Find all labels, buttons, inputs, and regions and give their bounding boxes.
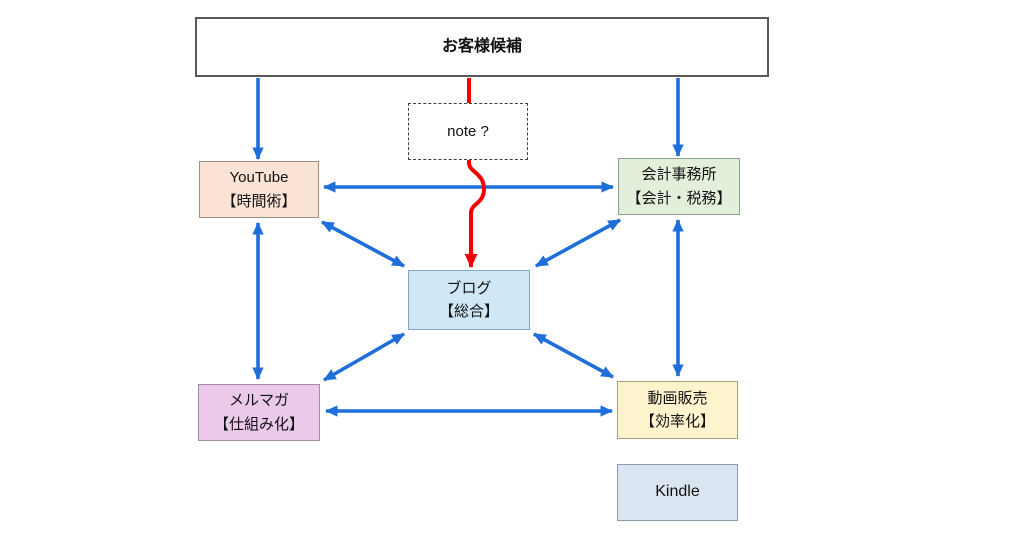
edge-blog-douga-hanbai-arrow bbox=[533, 332, 614, 379]
node-douga-hanbai-label: 動画販売 bbox=[647, 389, 708, 407]
node-merumaga-label: メルマガ bbox=[228, 392, 289, 410]
node-douga-hanbai: 動画販売【効率化】 bbox=[617, 381, 738, 439]
edge-kaikei-jimusho-blog-arrow bbox=[535, 218, 621, 268]
edge-youtube-blog-arrow bbox=[321, 220, 405, 268]
node-blog-label: ブログ bbox=[446, 279, 492, 297]
node-youtube-label: 【時間術】 bbox=[221, 192, 297, 210]
node-customers: お客様候補 bbox=[195, 17, 769, 77]
node-youtube: YouTube 【時間術】 bbox=[199, 161, 319, 218]
node-kaikei-jimusho: 会計事務所【会計・税務】 bbox=[618, 158, 740, 215]
node-merumaga: メルマガ【仕組み化】 bbox=[198, 384, 320, 441]
node-douga-hanbai-label: 【効率化】 bbox=[639, 413, 715, 430]
node-kaikei-jimusho-label: 会計事務所 bbox=[641, 166, 717, 184]
node-kindle-label: Kindle bbox=[655, 483, 700, 501]
node-note-label: note ? bbox=[447, 122, 489, 140]
node-youtube-label: YouTube bbox=[229, 169, 289, 187]
node-kaikei-jimusho-label: 【会計・税務】 bbox=[626, 189, 732, 207]
node-blog-label: 【総合】 bbox=[438, 303, 499, 320]
node-kindle: Kindle bbox=[617, 464, 738, 521]
node-customers-label: お客様候補 bbox=[441, 37, 522, 55]
node-merumaga-label: 【仕組み化】 bbox=[213, 415, 304, 433]
node-note: note ? bbox=[408, 103, 528, 160]
edge-customers-blog-red-arrow bbox=[464, 78, 487, 269]
edge-merumaga-blog-arrow bbox=[323, 332, 405, 382]
node-blog: ブログ【総合】 bbox=[408, 270, 530, 330]
